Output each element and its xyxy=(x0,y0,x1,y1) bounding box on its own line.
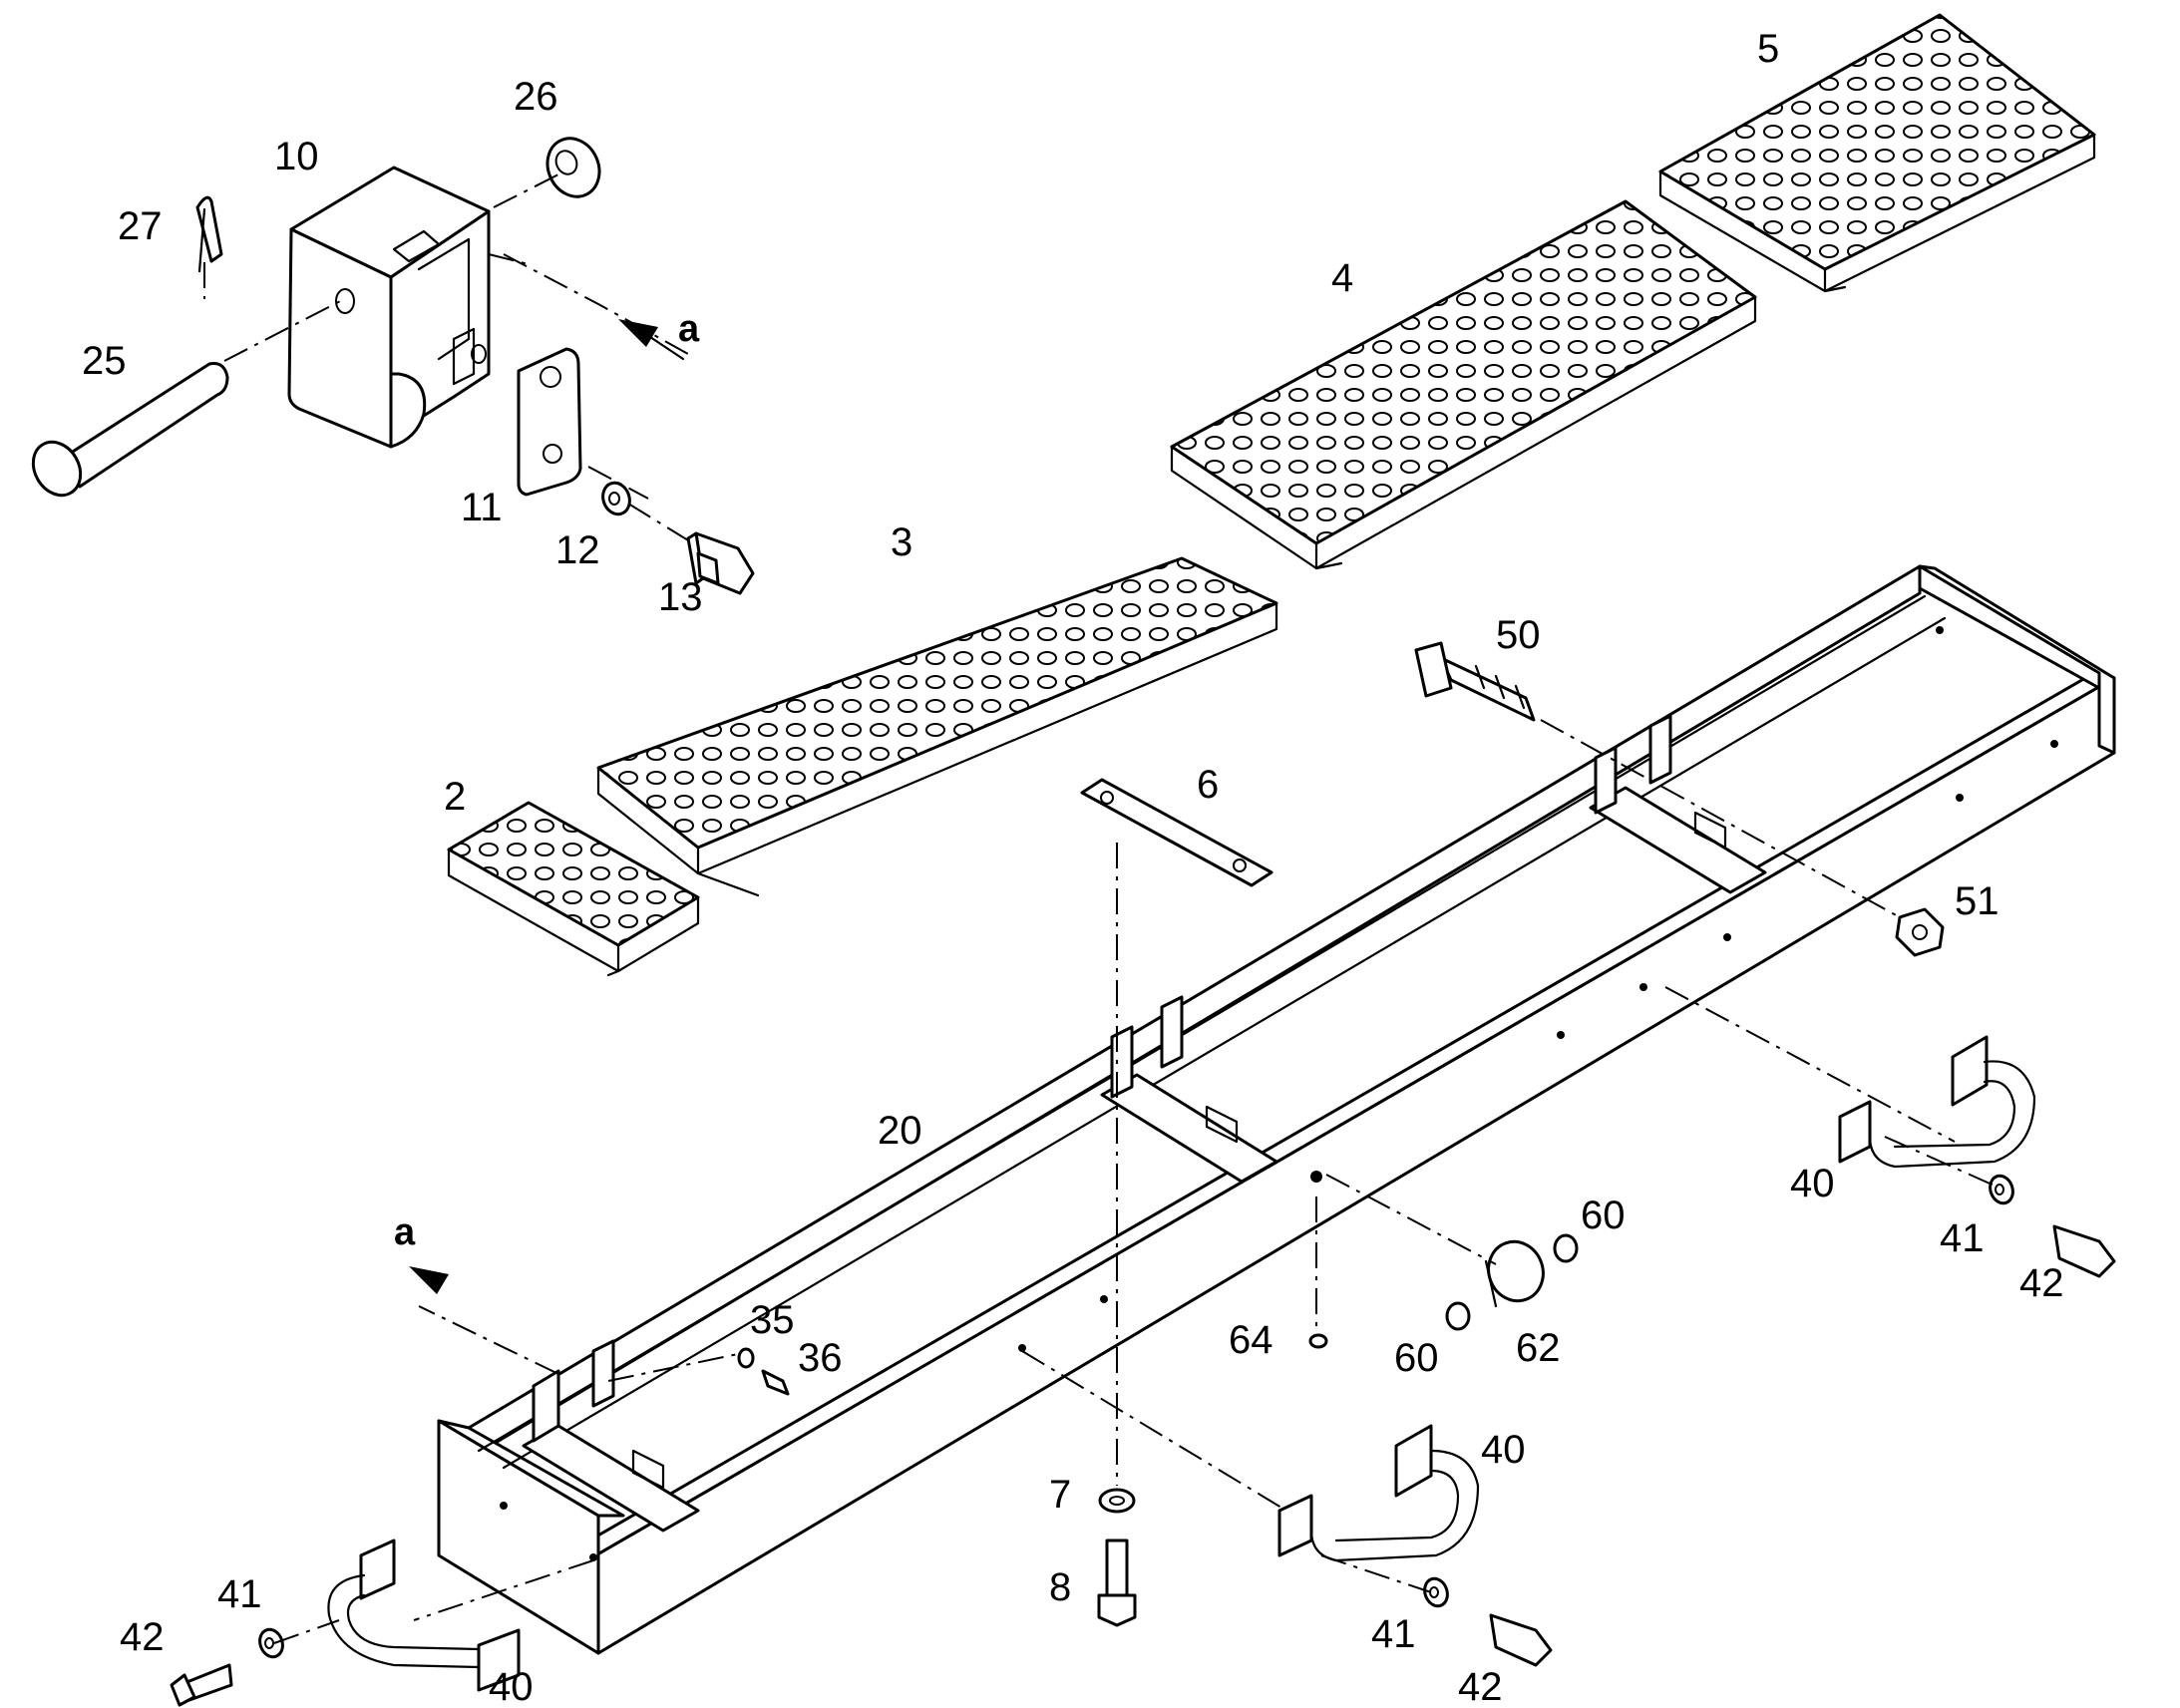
washer-26 xyxy=(545,137,601,198)
label-50: 50 xyxy=(1496,613,1541,657)
view-arrow-a-bottom xyxy=(409,1266,449,1294)
washer-41-middle xyxy=(1423,1576,1449,1608)
washer-64 xyxy=(1308,1333,1328,1349)
bolt-42-middle xyxy=(1489,1613,1553,1667)
label-51: 51 xyxy=(1955,879,1999,923)
plug-60-lower xyxy=(1445,1301,1471,1331)
bolt-13 xyxy=(686,531,755,595)
bolt-42-right xyxy=(2052,1224,2116,1278)
label-3: 3 xyxy=(891,520,912,564)
handle-40-left xyxy=(327,1538,521,1692)
label-12: 12 xyxy=(555,528,600,572)
washer-35 xyxy=(737,1347,755,1369)
end-cap-62 xyxy=(1484,1239,1545,1308)
step-grating-3 xyxy=(596,556,1278,897)
step-grating-5 xyxy=(1658,13,2096,293)
label-64: 64 xyxy=(1229,1318,1273,1362)
label-4: 4 xyxy=(1331,256,1353,300)
handle-40-right xyxy=(1838,1035,2036,1169)
label-40-middle: 40 xyxy=(1481,1428,1526,1472)
label-42-middle: 42 xyxy=(1458,1665,1503,1708)
label-13: 13 xyxy=(658,575,703,619)
bolt-8 xyxy=(1097,1538,1137,1627)
label-35: 35 xyxy=(750,1298,795,1342)
label-40-left: 40 xyxy=(489,1665,534,1708)
label-41-left: 41 xyxy=(217,1572,262,1616)
handle-40-middle xyxy=(1277,1424,1480,1562)
label-40-right: 40 xyxy=(1790,1162,1835,1205)
pivot-bracket-10 xyxy=(287,166,491,449)
label-60-lower: 60 xyxy=(1394,1336,1439,1380)
label-27: 27 xyxy=(118,204,163,248)
bolt-50 xyxy=(1414,641,1536,722)
label-11: 11 xyxy=(461,486,503,529)
label-10: 10 xyxy=(274,135,319,178)
label-view-a-bottom: a xyxy=(394,1211,416,1253)
screw-36 xyxy=(761,1369,790,1396)
label-62: 62 xyxy=(1516,1326,1561,1370)
label-20: 20 xyxy=(878,1109,922,1153)
plug-60-upper xyxy=(1553,1233,1579,1263)
washer-12 xyxy=(601,481,631,516)
label-7: 7 xyxy=(1049,1473,1071,1517)
strap-6 xyxy=(1080,778,1273,887)
label-5: 5 xyxy=(1757,27,1779,71)
label-36: 36 xyxy=(798,1336,843,1380)
bolt-42-left xyxy=(170,1663,233,1707)
step-grating-2 xyxy=(447,801,700,977)
pivot-pin-25 xyxy=(31,362,229,498)
nut-51 xyxy=(1895,907,1945,957)
step-frame-20 xyxy=(437,564,2116,1655)
washer-41-right xyxy=(1989,1174,2014,1205)
washer-41-left xyxy=(258,1627,284,1659)
view-arrow-a-top xyxy=(618,319,685,361)
cotter-pin-27 xyxy=(195,195,223,273)
label-26: 26 xyxy=(514,75,558,119)
step-grating-4 xyxy=(1170,199,1757,570)
assembly-lines xyxy=(203,173,1998,1644)
label-42-right: 42 xyxy=(2019,1261,2064,1305)
label-42-left: 42 xyxy=(120,1615,165,1659)
link-plate-11 xyxy=(517,347,582,497)
label-6: 6 xyxy=(1197,763,1219,807)
label-view-a-top: a xyxy=(678,308,700,350)
label-8: 8 xyxy=(1049,1565,1071,1609)
label-41-middle: 41 xyxy=(1371,1612,1416,1656)
label-25: 25 xyxy=(82,339,127,383)
part-labels: 2 3 4 5 6 7 8 10 11 12 13 20 25 26 27 35… xyxy=(82,27,2064,1708)
label-2: 2 xyxy=(444,775,466,819)
label-60-upper: 60 xyxy=(1581,1194,1626,1237)
label-41-right: 41 xyxy=(1940,1216,1985,1260)
washer-7 xyxy=(1098,1488,1136,1514)
